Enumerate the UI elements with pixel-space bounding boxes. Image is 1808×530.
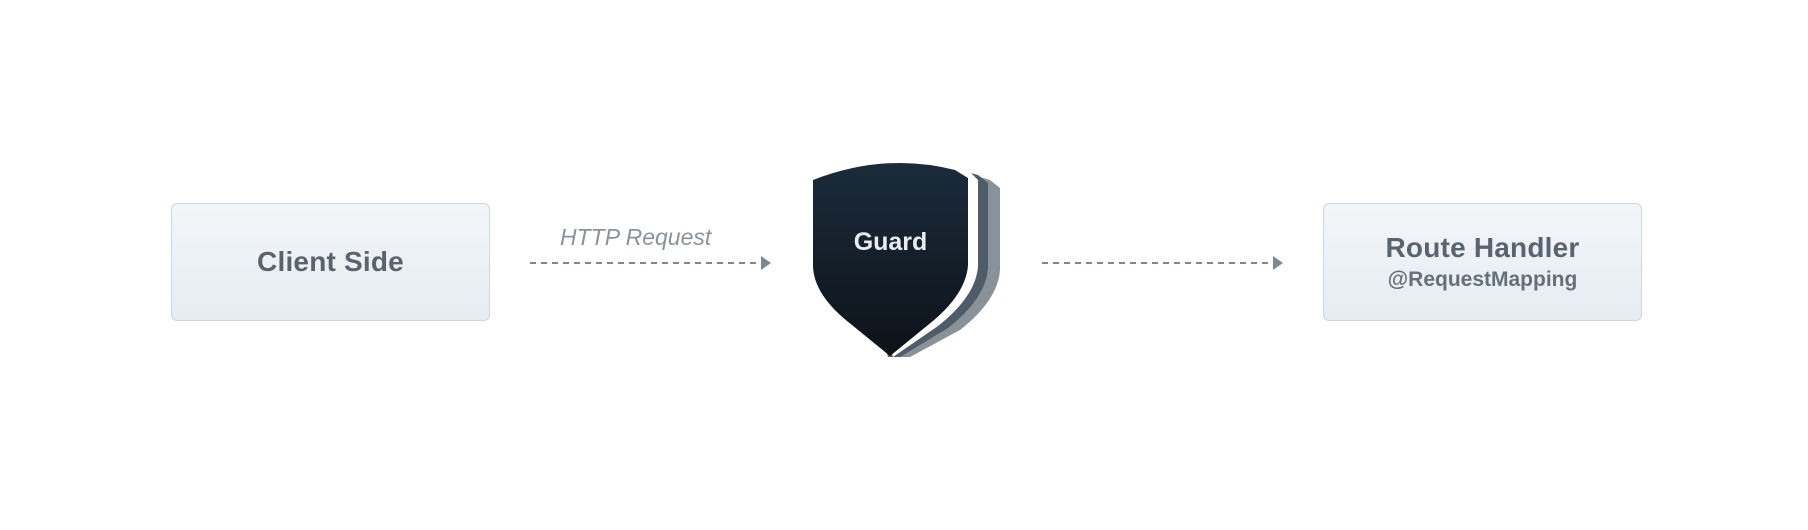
arrow-guard-to-handler <box>1042 256 1283 270</box>
http-request-label: HTTP Request <box>560 224 712 250</box>
route-handler-node: Route Handler @RequestMapping <box>1323 203 1642 321</box>
guard-label: Guard <box>853 228 928 256</box>
arrow-client-to-guard <box>530 256 771 270</box>
route-handler-label: Route Handler <box>1385 232 1580 263</box>
shield-icon <box>813 161 1000 357</box>
client-side-node: Client Side <box>171 203 490 321</box>
client-side-label: Client Side <box>257 246 404 277</box>
request-mapping-label: @RequestMapping <box>1387 268 1578 291</box>
